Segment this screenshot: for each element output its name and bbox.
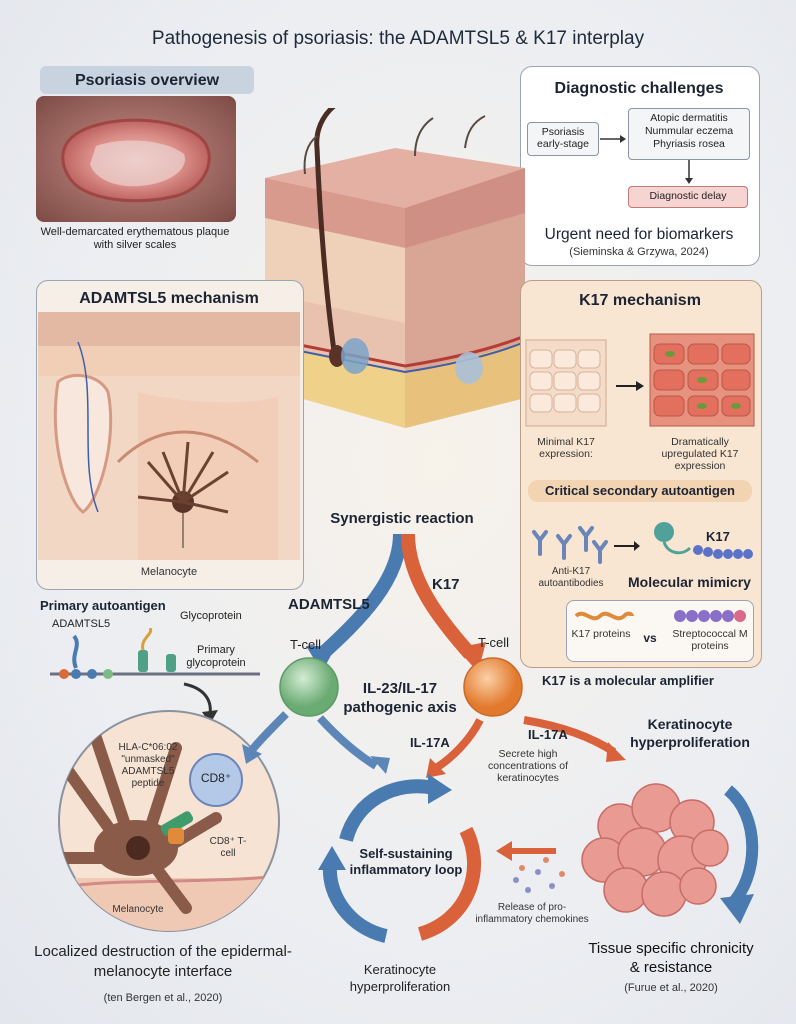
il17a-left: IL-17A <box>410 735 450 750</box>
k17-mechanism-header: K17 mechanism <box>579 292 701 309</box>
critical-secondary-autoantigen: Critical secondary autoantigen <box>545 483 735 498</box>
arrow-down-icon <box>685 160 693 184</box>
keratinocyte-hyperproliferation: Keratinocyte hyperproliferation <box>630 716 750 750</box>
il17a-right: IL-17A <box>528 727 568 742</box>
adamtsl5-mechanism-header: ADAMTSL5 mechanism <box>79 290 259 307</box>
tcell-right-label: T-cell <box>478 635 510 650</box>
central-arrows <box>306 533 486 672</box>
box-differential: Atopic dermatitis Nummular eczema Phyria… <box>628 108 750 160</box>
molecular-mimicry: Molecular mimicry <box>628 574 751 590</box>
box-diagnostic-delay: Diagnostic delay <box>628 186 748 208</box>
primary-adamtsl5-label: ADAMTSL5 <box>52 618 111 630</box>
localized-destruction: Localized destruction of the epidermal-m… <box>34 943 292 980</box>
k17-amplifier: K17 is a molecular amplifier <box>542 673 714 688</box>
k17-tag: K17 <box>706 529 730 544</box>
anti-k17-label: Anti-K17 autoantibodies <box>538 566 604 589</box>
strep-proteins-icon <box>674 610 746 622</box>
diagnostic-panel <box>520 66 760 266</box>
curved-arrow-down-icon <box>183 682 218 724</box>
il23-il17-axis: IL-23/IL-17 pathogenic axis <box>343 680 457 716</box>
urgent-biomarkers: Urgent need for biomarkers <box>544 226 734 243</box>
release-chemokines: Release of pro-inflammatory chemokines <box>475 902 589 925</box>
overview-header-bar <box>40 66 254 94</box>
glycoprotein-label: Glycoprotein <box>180 610 242 622</box>
keratinocyte-cluster <box>581 783 759 924</box>
minimal-k17: Minimal K17 expression: <box>537 436 595 461</box>
antibodies-illustration <box>532 526 608 564</box>
primary-glycoprotein-label: Primary glycoprotein <box>186 644 246 669</box>
cd8-label: CD8⁺ <box>200 771 232 785</box>
diagnostic-header: Diagnostic challenges <box>554 80 724 97</box>
primary-autoantigen-header: Primary autoantigen <box>40 598 166 613</box>
circle-melanocyte-label: Melanocyte <box>112 904 164 915</box>
center-k17-label: K17 <box>432 576 460 593</box>
adamtsl5-melanocyte-label: Melanocyte <box>140 566 198 578</box>
mimicry-box <box>566 600 754 662</box>
arrow-right-icon <box>600 135 626 143</box>
k17-protein-illustration <box>654 522 753 559</box>
box-psoriasis-early: Psoriasis early-stage <box>527 122 599 156</box>
self-sustaining-loop: Self-sustaining inflammatory loop <box>349 846 463 878</box>
adamtsl5-skin-illustration <box>38 312 300 560</box>
overview-caption: Well-demarcated erythematous plaque with… <box>40 226 230 251</box>
right-citation: (Furue et al., 2020) <box>624 982 718 994</box>
chemokine-dots <box>513 857 565 893</box>
synergistic-reaction: Synergistic reaction <box>330 510 474 527</box>
vs-label: vs <box>643 631 657 645</box>
center-adamtsl5-label: ADAMTSL5 <box>288 596 370 613</box>
inflammatory-loop <box>318 774 481 943</box>
k17-cells-illustration <box>525 333 755 427</box>
arrow-left-icon <box>496 841 556 861</box>
upregulated-k17: Dramatically upregulated K17 expression <box>661 436 739 473</box>
primary-autoantigen-illustration <box>50 628 260 679</box>
psoriasis-plaque-photo <box>36 96 236 222</box>
secrete-label: Secrete high concentrations of keratinoc… <box>488 748 568 785</box>
critical-banner <box>528 480 752 502</box>
k17-proteins-icon <box>574 611 634 621</box>
cd8-cell <box>189 753 243 807</box>
keratinocyte-bottom: Keratinocyte hyperproliferation <box>349 962 451 994</box>
left-citation: (ten Bergen et al., 2020) <box>103 992 223 1004</box>
overview-header: Psoriasis overview <box>74 72 220 89</box>
diagnostic-citation: (Sieminska & Grzywa, 2024) <box>569 246 709 258</box>
cd8-tcell-label: CD8⁺ T-cell <box>209 836 247 859</box>
strep-label: Streptococcal M proteins <box>672 628 748 653</box>
arrow-right-icon <box>614 541 640 551</box>
tcell-left-label: T-cell <box>290 637 322 652</box>
tcell-right <box>463 657 523 717</box>
tcell-arrows <box>242 711 626 778</box>
tissue-chronicity: Tissue specific chronicity & resistance <box>588 940 754 976</box>
tcell-left <box>279 657 339 717</box>
hla-label: HLA-C*06:02 "unmasked" ADAMTSL5 peptide <box>118 742 178 789</box>
k17-proteins-label: K17 proteins <box>571 628 631 640</box>
page-title: Pathogenesis of psoriasis: the ADAMTSL5 … <box>151 28 645 49</box>
